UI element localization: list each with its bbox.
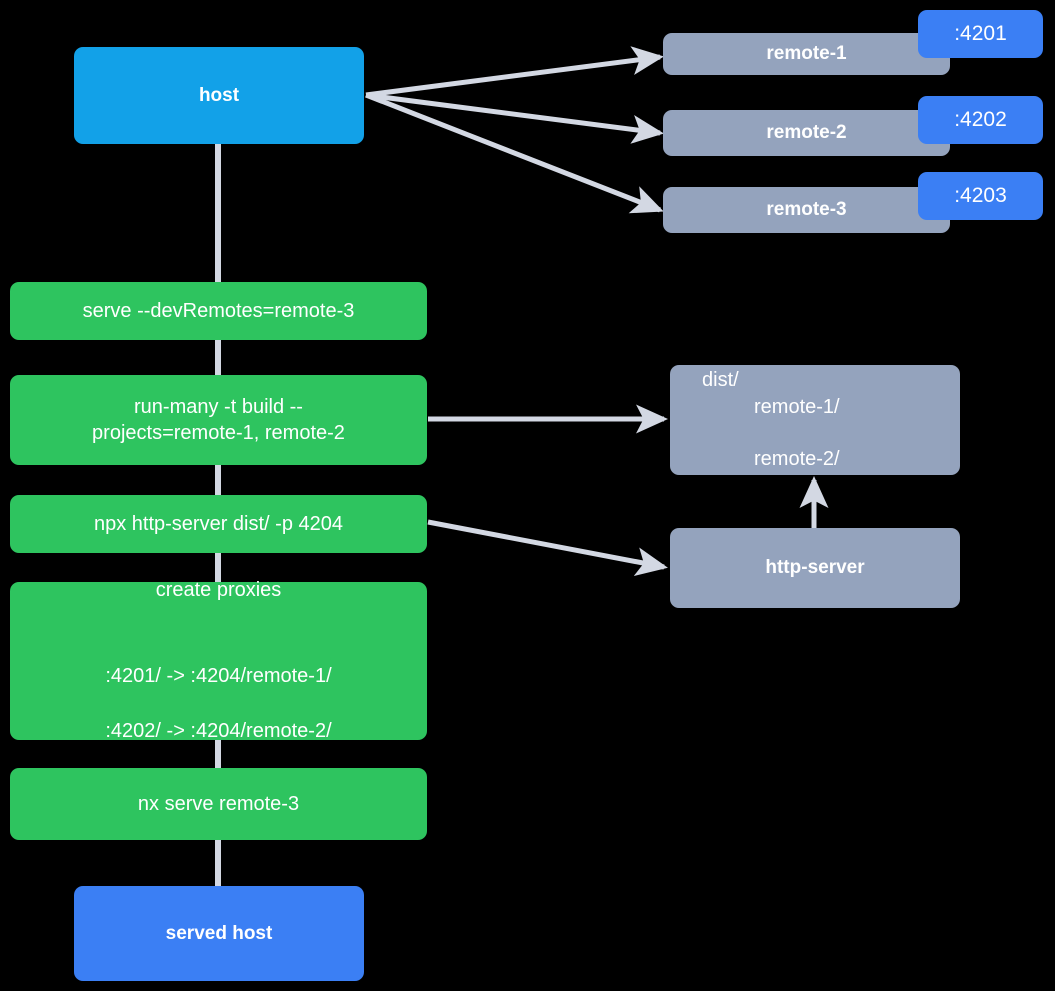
port-badge-remote-1[interactable]: :4201 (918, 10, 1043, 58)
node-cmd-http-server[interactable]: npx http-server dist/ -p 4204 (10, 495, 427, 553)
node-remote-1-label: remote-1 (766, 43, 847, 65)
node-cmd-run-many-label: run-many -t build -- projects=remote-1, … (92, 395, 345, 444)
node-cmd-serve-label: serve --devRemotes=remote-3 (82, 299, 355, 322)
node-remote-1[interactable]: remote-1 (663, 33, 950, 75)
dist-tree: dist/ remote-1/ remote-2/ (680, 341, 840, 499)
node-remote-2[interactable]: remote-2 (663, 110, 950, 156)
node-cmd-nx-serve[interactable]: nx serve remote-3 (10, 768, 427, 840)
node-cmd-create-proxies[interactable]: create proxies :4201/ -> :4204/remote-1/… (10, 579, 427, 742)
edge-host-to-remote-1 (365, 46, 664, 98)
node-remote-3-label: remote-3 (766, 199, 847, 221)
port-badge-remote-1-label: :4201 (954, 22, 1007, 45)
create-proxies-content: create proxies :4201/ -> :4204/remote-1/… (105, 551, 331, 772)
node-cmd-nx-serve-label: nx serve remote-3 (137, 792, 300, 815)
port-badge-remote-3-label: :4203 (954, 184, 1007, 207)
dist-root-label: dist/ (702, 369, 739, 392)
create-proxies-line-2: :4202/ -> :4204/remote-2/ (105, 719, 332, 742)
node-served-host-label: served host (165, 922, 273, 944)
edge-host-to-remote-3 (365, 92, 664, 214)
node-http-server-label: http-server (765, 557, 865, 579)
port-badge-remote-2-label: :4202 (954, 108, 1007, 131)
edge-http-server-cmd-to-http-server (427, 519, 668, 576)
port-badge-remote-2[interactable]: :4202 (918, 96, 1043, 144)
node-cmd-http-server-label: npx http-server dist/ -p 4204 (93, 512, 343, 535)
node-host-label: host (198, 84, 240, 106)
create-proxies-title: create proxies (155, 579, 282, 602)
dist-child-remote-2: remote-2/ (754, 448, 840, 471)
node-cmd-serve[interactable]: serve --devRemotes=remote-3 (10, 282, 427, 340)
node-host[interactable]: host (74, 47, 364, 144)
node-remote-2-label: remote-2 (766, 122, 847, 144)
port-badge-remote-3[interactable]: :4203 (918, 172, 1043, 220)
edge-host-to-remote-2 (365, 92, 664, 144)
node-dist-folder[interactable]: dist/ remote-1/ remote-2/ (670, 365, 960, 475)
node-cmd-run-many[interactable]: run-many -t build -- projects=remote-1, … (10, 375, 427, 465)
dist-child-remote-1: remote-1/ (754, 395, 840, 418)
create-proxies-line-1: :4201/ -> :4204/remote-1/ (105, 664, 332, 687)
node-http-server[interactable]: http-server (670, 528, 960, 608)
node-remote-3[interactable]: remote-3 (663, 187, 950, 233)
node-served-host[interactable]: served host (74, 886, 364, 981)
